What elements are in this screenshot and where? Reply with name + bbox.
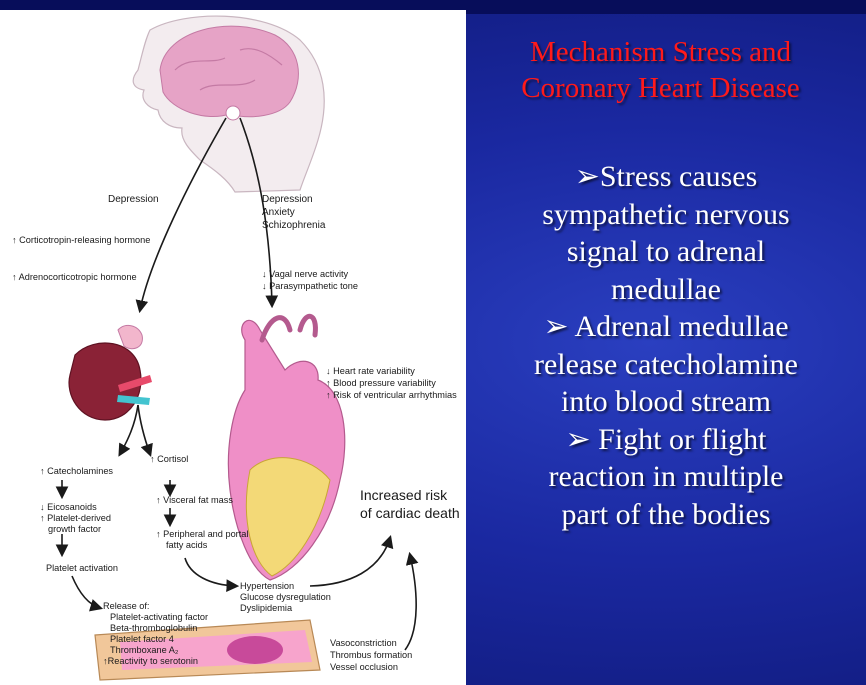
slide-title: Mechanism Stress and Coronary Heart Dise…	[455, 34, 866, 107]
kidney-illustration	[69, 325, 152, 420]
release-item-1: Platelet-activating factor	[110, 612, 208, 622]
vessel-label-2: Thrombus formation	[330, 650, 412, 660]
heart-illustration	[228, 316, 344, 580]
catecholamines-label: ↑ Catecholamines	[40, 466, 113, 476]
hormone-label-1: ↑ Corticotropin-releasing hormone	[12, 235, 150, 245]
bullet-text: Adrenal medullae	[574, 310, 788, 343]
bullet-item: ➢ Fight or flight reaction in multiple p…	[466, 421, 866, 534]
title-line-2: Coronary Heart Disease	[455, 70, 866, 106]
left-branch-label: Depression	[108, 194, 159, 205]
risk-label-2: of cardiac death	[360, 505, 460, 521]
bullet-line: reaction in multiple	[466, 458, 866, 496]
heart-label-3: ↑ Risk of ventricular arrhythmias	[326, 390, 457, 400]
diagram-svg: Depression Depression Anxiety Schizophre…	[0, 10, 466, 685]
fatty-acids-label-2: fatty acids	[166, 540, 208, 550]
outcome-label-3: Dyslipidemia	[240, 603, 293, 613]
bullet-line: part of the bodies	[466, 496, 866, 534]
bullet-line: sympathetic nervous	[466, 196, 866, 234]
platelet-growth-label-1: ↑ Platelet-derived	[40, 513, 111, 523]
vessel-label-1: Vasoconstriction	[330, 638, 397, 648]
eicosanoids-label: ↓ Eicosanoids	[40, 502, 97, 512]
outcome-label-2: Glucose dysregulation	[240, 592, 331, 602]
vagal-label-2: ↓ Parasympathetic tone	[262, 281, 358, 291]
visceral-fat-label: ↑ Visceral fat mass	[156, 495, 233, 505]
hormone-label-2: ↑ Adrenocorticotropic hormone	[12, 272, 137, 282]
title-line-1: Mechanism Stress and	[455, 34, 866, 70]
bullet-line: signal to adrenal	[466, 233, 866, 271]
release-item-3: Platelet factor 4	[110, 634, 174, 644]
bullet-text: Fight or flight	[598, 423, 766, 456]
right-branch-label-2: Anxiety	[262, 207, 295, 218]
right-branch-label-1: Depression	[262, 194, 313, 205]
bullet-line: ➢Stress causes	[466, 158, 866, 196]
bullet-list: ➢Stress causes sympathetic nervous signa…	[466, 158, 866, 533]
arrow-bullet-icon: ➢	[575, 160, 600, 193]
cortisol-label: ↑ Cortisol	[150, 454, 188, 464]
stress-heart-diagram: Depression Depression Anxiety Schizophre…	[0, 10, 466, 685]
bullet-line: ➢ Adrenal medullae	[466, 308, 866, 346]
vessel-label-3: Vessel occlusion	[330, 662, 398, 672]
outcome-label-1: Hypertension	[240, 581, 294, 591]
bullet-line: release catecholamine	[466, 346, 866, 384]
bullet-text: Stress causes	[600, 160, 757, 193]
bullet-line: medullae	[466, 271, 866, 309]
bullet-item: ➢ Adrenal medullae release catecholamine…	[466, 308, 866, 421]
bullet-item: ➢Stress causes sympathetic nervous signa…	[466, 158, 866, 308]
risk-label-1: Increased risk	[360, 487, 448, 503]
heart-label-1: ↓ Heart rate variability	[326, 366, 415, 376]
platelet-growth-label-2: growth factor	[48, 524, 101, 534]
fatty-acids-label-1: ↑ Peripheral and portal	[156, 529, 248, 539]
platelet-activation-label: Platelet activation	[46, 563, 118, 573]
arrow-bullet-icon: ➢	[543, 310, 568, 343]
release-item-2: Beta-thromboglobulin	[110, 623, 197, 633]
head-illustration	[133, 16, 324, 192]
bullet-line: into blood stream	[466, 383, 866, 421]
release-of-label: Release of:	[103, 601, 149, 611]
bullet-line: ➢ Fight or flight	[466, 421, 866, 459]
release-item-5: ↑Reactivity to serotonin	[103, 656, 198, 666]
vagal-label-1: ↓ Vagal nerve activity	[262, 269, 349, 279]
release-item-4: Thromboxane A₂	[110, 645, 179, 655]
right-branch-label-3: Schizophrenia	[262, 220, 326, 231]
heart-label-2: ↑ Blood pressure variability	[326, 378, 436, 388]
arrow-bullet-icon: ➢	[566, 423, 591, 456]
